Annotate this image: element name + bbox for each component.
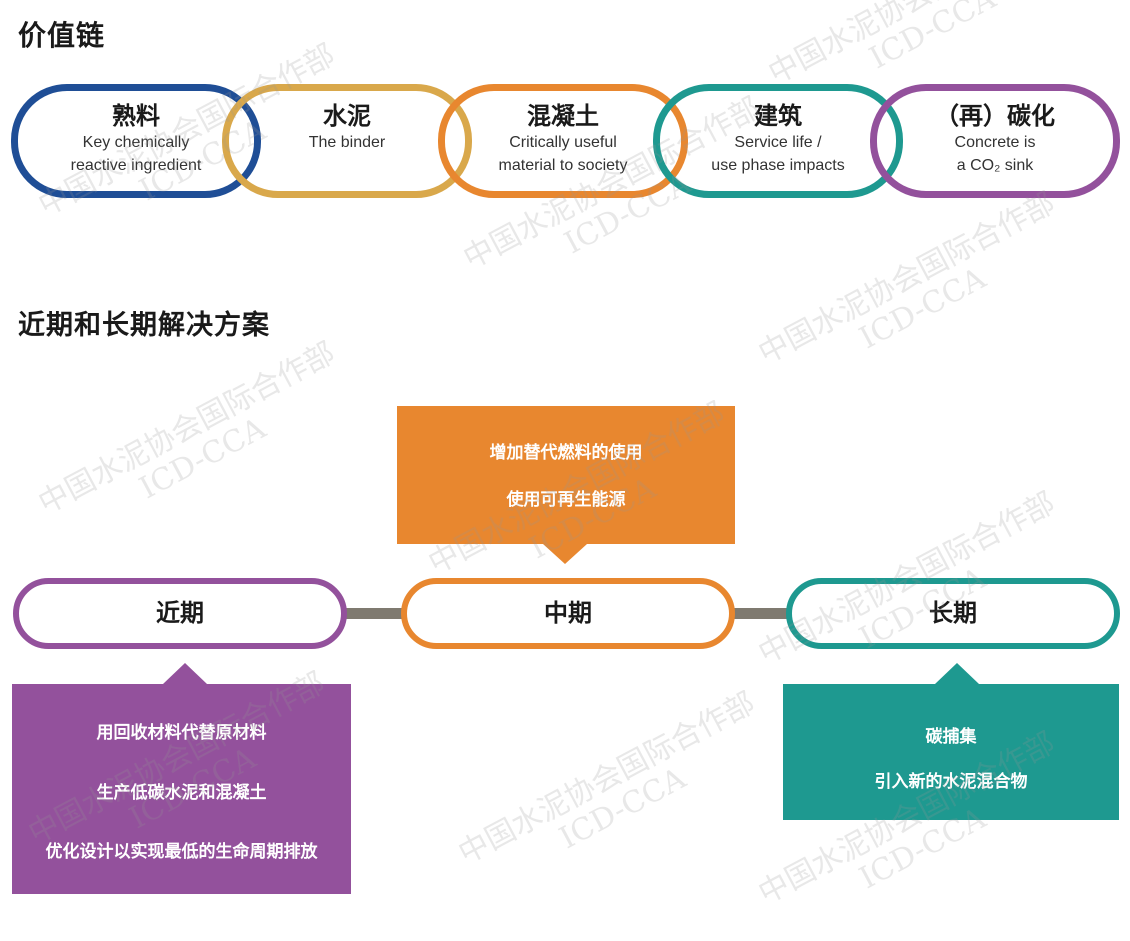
stage-clinker-desc-1: Key chemically: [82, 134, 190, 151]
value-chain-title: 价值链: [18, 19, 106, 52]
solutions-title: 近期和长期解决方案: [18, 310, 270, 341]
mid-term-box: 增加替代燃料的使用 使用可再生能源: [397, 406, 735, 544]
stage-recarbonation-desc-2: a CO₂ sink: [956, 157, 1034, 174]
mid-term-pointer: [543, 544, 587, 564]
short-term-item-1: 用回收材料代替原材料: [96, 723, 267, 743]
watermark: 中国水泥协会国际合作部 ICD-CCA: [752, 185, 1061, 372]
long-term-box: 碳捕集 引入新的水泥混合物: [783, 684, 1119, 820]
stage-concrete-desc-2: material to society: [498, 157, 628, 174]
stage-concrete-desc-1: Critically useful: [509, 134, 617, 151]
short-term-box: 用回收材料代替原材料 生产低碳水泥和混凝土 优化设计以实现最低的生命周期排放: [12, 684, 351, 894]
stage-concrete: 混凝土 Critically useful material to societ…: [438, 84, 688, 198]
connector-mid-long: [730, 608, 794, 619]
short-term-item-2: 生产低碳水泥和混凝土: [96, 783, 267, 803]
short-term-pointer: [163, 663, 207, 684]
stage-clinker-desc-2: reactive ingredient: [70, 157, 202, 174]
long-term-item-1: 碳捕集: [925, 727, 977, 747]
mid-term-item-2: 使用可再生能源: [506, 490, 626, 510]
connector-short-mid: [340, 608, 410, 619]
stage-concrete-title: 混凝土: [527, 102, 599, 130]
watermark: 中国水泥协会国际合作部 ICD-CCA: [32, 335, 341, 522]
long-term-pointer: [935, 663, 979, 684]
short-term-pill: 近期: [13, 578, 347, 649]
stage-clinker: 熟料 Key chemically reactive ingredient: [11, 84, 261, 198]
stage-recarbonation-title: （再）碳化: [935, 102, 1055, 130]
stage-clinker-title: 熟料: [112, 102, 160, 130]
mid-term-pill: 中期: [401, 578, 735, 649]
stage-cement-title: 水泥: [323, 102, 371, 130]
mid-term-item-1: 增加替代燃料的使用: [489, 443, 643, 463]
stage-construction-title: 建筑: [754, 102, 802, 130]
stage-cement: 水泥 The binder: [222, 84, 472, 198]
long-term-item-2: 引入新的水泥混合物: [874, 772, 1028, 792]
stage-cement-desc-1: The binder: [308, 134, 386, 151]
short-term-item-3: 优化设计以实现最低的生命周期排放: [45, 842, 318, 862]
stage-recarbonation-desc-1: Concrete is: [954, 134, 1036, 151]
stage-construction: 建筑 Service life / use phase impacts: [653, 84, 903, 198]
stage-construction-desc-2: use phase impacts: [711, 157, 845, 174]
watermark: 中国水泥协会国际合作部 ICD-CCA: [452, 685, 761, 872]
long-term-pill: 长期: [786, 578, 1120, 649]
stage-construction-desc-1: Service life /: [734, 134, 822, 151]
stage-recarbonation: （再）碳化 Concrete is a CO₂ sink: [870, 84, 1120, 198]
